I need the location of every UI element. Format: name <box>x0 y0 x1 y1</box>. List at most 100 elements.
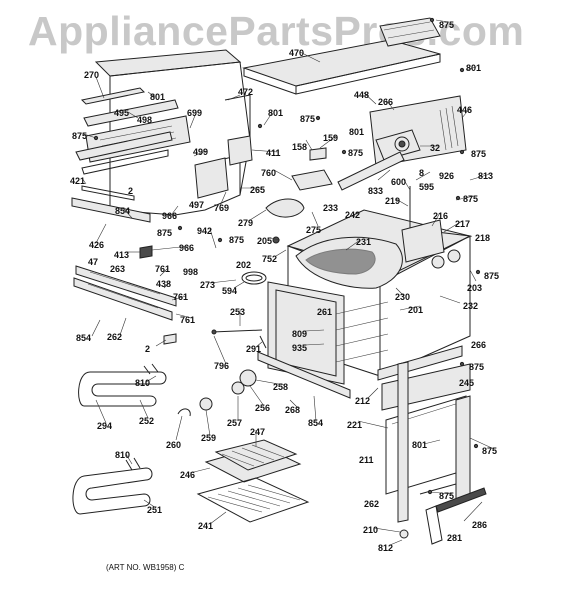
strip-270 <box>80 87 146 105</box>
part-label-256: 256 <box>255 403 271 413</box>
part-label-411: 411 <box>266 148 281 158</box>
part-label-2: 2 <box>145 344 151 354</box>
part-label-875: 875 <box>463 194 479 204</box>
bracket-413 <box>139 245 153 259</box>
part-label-875: 875 <box>348 148 364 158</box>
part-label-761: 761 <box>180 315 196 325</box>
part-label-426: 426 <box>89 240 105 250</box>
part-label-875: 875 <box>484 271 500 281</box>
part-label-875: 875 <box>471 149 487 159</box>
part-label-875: 875 <box>482 446 498 456</box>
part-label-247: 247 <box>250 427 266 437</box>
part-label-266: 266 <box>378 97 394 107</box>
part-label-291: 291 <box>246 344 262 354</box>
part-label-262: 262 <box>364 499 380 509</box>
part-label-258: 258 <box>273 382 289 392</box>
part-label-32: 32 <box>430 143 441 153</box>
side-rails <box>73 265 177 321</box>
trim-268 <box>257 351 351 399</box>
broil-element-251 <box>72 457 153 515</box>
part-label-495: 495 <box>114 108 130 118</box>
part-label-218: 218 <box>475 233 491 243</box>
part-label-801: 801 <box>150 92 166 102</box>
part-label-286: 286 <box>472 520 488 530</box>
part-label-810: 810 <box>135 378 151 388</box>
part-label-875: 875 <box>229 235 245 245</box>
part-label-752: 752 <box>262 254 278 264</box>
broil-pan-247 <box>204 439 302 483</box>
part-label-966: 966 <box>179 243 195 253</box>
part-label-421: 421 <box>70 176 86 186</box>
part-label-252: 252 <box>139 416 155 426</box>
screw-markers <box>93 17 481 495</box>
part-label-600: 600 <box>391 177 407 187</box>
part-label-201: 201 <box>408 305 424 315</box>
part-label-854: 854 <box>115 206 131 216</box>
part-label-926: 926 <box>439 171 455 181</box>
part-label-273: 273 <box>200 280 216 290</box>
part-label-875: 875 <box>300 114 316 124</box>
outer-top-panel <box>94 49 253 216</box>
part-label-263: 263 <box>110 264 126 274</box>
part-label-998: 998 <box>183 267 199 277</box>
part-label-595: 595 <box>419 182 435 192</box>
leader-lines <box>81 19 495 546</box>
plate-760 <box>291 169 333 191</box>
watermark: AppliancePartsPros.com <box>28 8 525 54</box>
fan-motor-32 <box>375 129 421 161</box>
part-label-210: 210 <box>363 525 379 535</box>
part-label-259: 259 <box>201 433 217 443</box>
part-label-266: 266 <box>471 340 487 350</box>
part-label-260: 260 <box>166 440 182 450</box>
part-label-942: 942 <box>197 226 213 236</box>
part-label-769: 769 <box>214 203 230 213</box>
part-label-212: 212 <box>355 396 371 406</box>
part-label-257: 257 <box>227 418 243 428</box>
part-label-8: 8 <box>419 168 425 178</box>
part-label-472: 472 <box>238 87 254 97</box>
part-label-875: 875 <box>469 362 485 372</box>
part-label-875: 875 <box>72 131 88 141</box>
part-label-813: 813 <box>478 171 494 181</box>
part-label-270: 270 <box>84 70 100 80</box>
part-label-232: 232 <box>463 301 479 311</box>
part-label-448: 448 <box>354 90 370 100</box>
part-label-833: 833 <box>368 186 384 196</box>
part-label-246: 246 <box>180 470 196 480</box>
part-label-796: 796 <box>214 361 230 371</box>
part-label-761: 761 <box>173 292 189 302</box>
part-label-275: 275 <box>306 225 322 235</box>
part-label-211: 211 <box>359 455 374 465</box>
part-label-499: 499 <box>193 147 209 157</box>
small-parts <box>177 236 280 417</box>
part-label-801: 801 <box>349 127 365 137</box>
part-label-216: 216 <box>433 211 449 221</box>
part-label-854: 854 <box>76 333 92 343</box>
part-label-497: 497 <box>189 200 205 210</box>
part-label-253: 253 <box>230 307 246 317</box>
part-label-47: 47 <box>88 257 99 267</box>
part-label-203: 203 <box>467 283 483 293</box>
part-label-158: 158 <box>292 142 308 152</box>
part-label-446: 446 <box>457 105 473 115</box>
part-label-812: 812 <box>378 543 394 553</box>
oven-cavity <box>267 209 472 385</box>
part-label-2: 2 <box>128 186 134 196</box>
art-number: (ART NO. WB1958) C <box>106 563 185 572</box>
hinge-286 <box>435 487 487 513</box>
part-label-810: 810 <box>115 450 131 460</box>
part-label-699: 699 <box>187 108 203 118</box>
part-label-809: 809 <box>292 329 308 339</box>
part-label-221: 221 <box>347 420 363 430</box>
part-label-279: 279 <box>238 218 254 228</box>
part-label-231: 231 <box>356 237 372 247</box>
part-label-470: 470 <box>289 48 305 58</box>
part-label-261: 261 <box>317 307 333 317</box>
part-label-219: 219 <box>385 196 401 206</box>
trim-426 <box>71 197 151 223</box>
part-label-438: 438 <box>156 279 172 289</box>
part-label-281: 281 <box>447 533 463 543</box>
part-label-761: 761 <box>155 264 171 274</box>
